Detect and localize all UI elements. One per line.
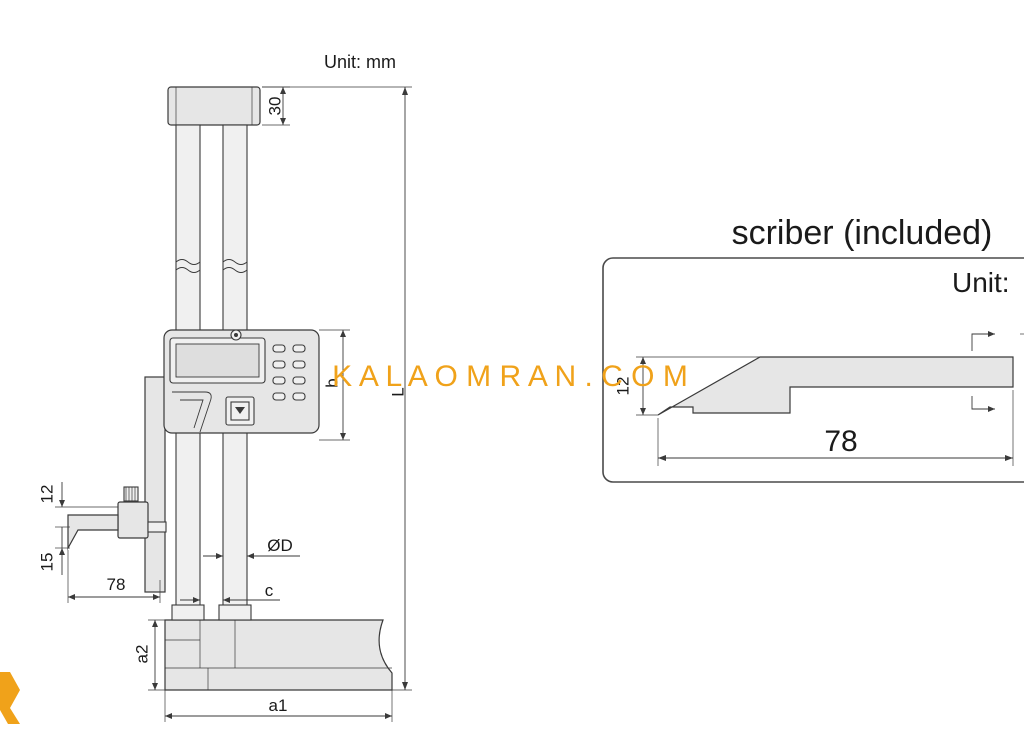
scriber-dim-height: 12 <box>613 377 632 396</box>
lcd-display <box>175 343 260 378</box>
scriber-arm <box>144 376 166 593</box>
top-block <box>167 86 261 126</box>
scriber-frame <box>602 257 1024 483</box>
clamp-knob-icon <box>123 486 139 502</box>
dim-scriber-thickness-top: 12 <box>37 485 56 504</box>
scriber-blade <box>657 356 1014 416</box>
scriber-dim-length: 78 <box>824 425 857 458</box>
dim-column-gap: c <box>265 581 274 600</box>
dim-top-block: 30 <box>265 97 284 116</box>
dim-column-diameter: ØD <box>267 536 293 555</box>
unit-label: Unit: mm <box>324 52 396 72</box>
watermark: K A L A O M R A N . C O M <box>332 360 688 393</box>
dim-scriber-thickness-bottom: 15 <box>37 553 56 572</box>
dim-head-height: b <box>322 378 341 387</box>
dim-length: L <box>388 387 407 396</box>
scriber-tip <box>67 514 119 551</box>
logo-icon <box>0 672 20 724</box>
height-gauge-drawing: 30 Unit: mm L b 12 15 78 <box>37 52 412 722</box>
keypad <box>272 344 306 401</box>
down-arrow-icon <box>235 407 245 414</box>
scriber-unit-label: Unit: <box>952 267 1010 298</box>
scriber-holder <box>117 501 149 539</box>
dim-base-height: a2 <box>132 645 151 664</box>
scriber-title: scriber (included) <box>732 214 993 252</box>
dim-base-width: a1 <box>269 696 288 715</box>
scriber-detail: scriber (included) Unit: 12 78 <box>602 214 1024 483</box>
dim-scriber-reach: 78 <box>107 575 126 594</box>
base <box>164 619 393 691</box>
